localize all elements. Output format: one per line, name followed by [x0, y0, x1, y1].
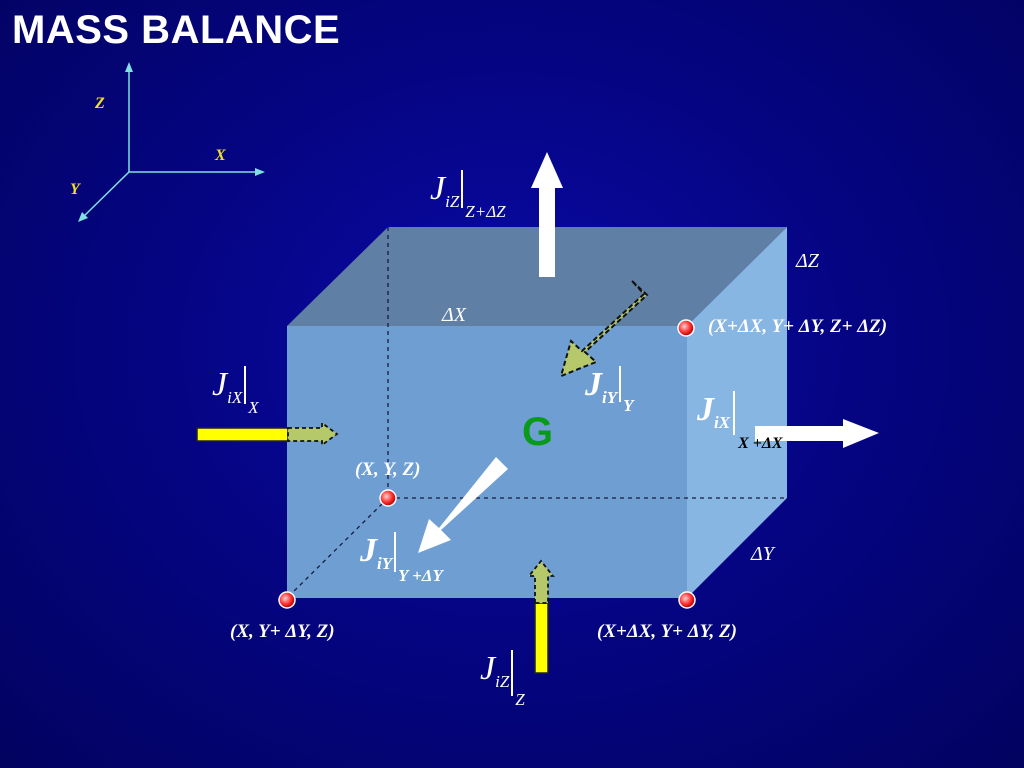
flux-evaluated-at: Z+ΔZ [465, 202, 506, 221]
jix-in-arrow [196, 421, 339, 447]
corner-label-front-right-top: (X+ΔX, Y+ ΔY, Z+ ΔZ) [708, 316, 888, 337]
flux-subscript: iY [377, 554, 393, 573]
z-axis-label: Z [95, 95, 105, 112]
flux-evaluated-at: X +ΔX [738, 435, 783, 452]
corner-label-front-right-bottom: (X+ΔX, Y+ ΔY, Z) [597, 621, 737, 642]
x-axis-label: X [215, 147, 226, 164]
flux-label-jix-in: JiX X [212, 366, 259, 417]
corner-dot-front-right-bottom [678, 591, 696, 609]
flux-label-jiz-out: JiZ Z+ΔZ [430, 170, 506, 221]
flux-symbol: J [480, 650, 496, 687]
dimension-dz: ΔZ [796, 250, 819, 272]
flux-symbol: J [697, 391, 714, 428]
corner-dot-front-left-bottom [278, 591, 296, 609]
flux-subscript: iZ [445, 192, 460, 211]
flux-evaluated-at: Z [515, 690, 525, 709]
corner-label-origin: (X, Y, Z) [355, 459, 421, 480]
coordinate-axes [78, 62, 265, 222]
flux-symbol: J [360, 532, 377, 569]
box-front-face [287, 326, 687, 598]
flux-label-jiy-in: JiY Y [585, 366, 634, 415]
flux-subscript: iX [227, 388, 243, 407]
y-axis-label: Y [70, 181, 80, 198]
flux-evaluated-at: Y [623, 396, 634, 415]
flux-subscript: iZ [495, 672, 510, 691]
y-axis-arrowhead [78, 212, 88, 222]
flux-subscript: iY [602, 388, 618, 407]
x-axis-arrowhead [255, 168, 265, 176]
jiz-in-arrow [527, 559, 555, 674]
flux-symbol: J [212, 366, 228, 403]
jix-out-arrow [755, 419, 879, 448]
flux-evaluated-at: X [248, 398, 259, 417]
box-top-face [287, 227, 787, 326]
corner-dot-front-right-top [677, 319, 695, 337]
flux-label-jiy-out: JiY Y +ΔY [360, 532, 443, 585]
z-axis-arrowhead [125, 62, 133, 72]
flux-label-jix-out: JiX X +ΔX [697, 391, 783, 452]
flux-subscript: iX [714, 413, 731, 432]
corner-dot-origin [379, 489, 397, 507]
flux-symbol: J [430, 170, 446, 207]
flux-evaluated-at: Y +ΔY [398, 566, 443, 585]
jiy-in-arrow [559, 280, 649, 378]
flux-label-jiz-in: JiZ Z [480, 650, 525, 709]
jiy-out-arrow [418, 457, 508, 553]
dimension-dy: ΔY [751, 543, 774, 565]
generation-label: G [522, 410, 554, 454]
y-axis [81, 171, 130, 219]
dimension-dx: ΔX [442, 304, 466, 326]
control-volume-box [286, 227, 787, 599]
corner-label-front-left-bottom: (X, Y+ ΔY, Z) [230, 621, 335, 642]
jiz-out-arrow [531, 152, 563, 277]
flux-symbol: J [585, 366, 602, 403]
box-right-face [687, 227, 787, 598]
slide-title: MASS BALANCE [12, 8, 341, 52]
